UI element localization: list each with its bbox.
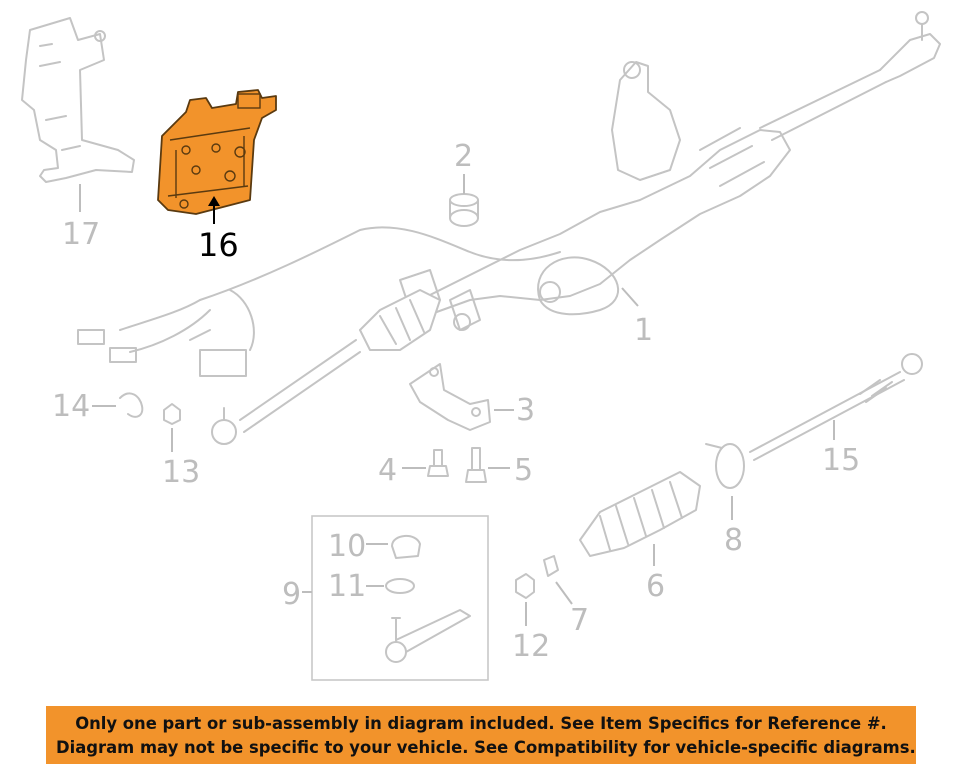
disclaimer-line-2: Diagram may not be specific to your vehi…: [56, 738, 916, 757]
callout-13: 13: [162, 455, 200, 490]
callout-3: 3: [516, 393, 535, 428]
disclaimer-line-1: Only one part or sub-assembly in diagram…: [75, 714, 887, 733]
part-3-bracket: [409, 363, 491, 431]
callout-17: 17: [62, 217, 100, 252]
callout-15: 15: [822, 443, 860, 478]
callout-5: 5: [514, 453, 533, 488]
callout-4: 4: [378, 453, 397, 488]
part-4-bolt: [427, 449, 449, 477]
left-bellows: [211, 289, 441, 445]
part-14-clip: [119, 392, 144, 418]
part-16-control-module: [157, 89, 277, 215]
callout-7: 7: [570, 603, 589, 638]
part-6-bellows: [579, 471, 701, 557]
part-10-boot: [391, 535, 421, 559]
part-11-seal: [385, 578, 415, 594]
callout-2: 2: [454, 139, 473, 174]
part-2-bushing: [449, 193, 479, 227]
part-12-nut: [515, 573, 535, 599]
part-8-clamp: [705, 443, 745, 489]
parts-diagram: 17 16 1: [21, 11, 941, 681]
callout-1: 1: [634, 313, 653, 348]
leader-1: [621, 287, 639, 307]
wiring-harness: [77, 226, 561, 377]
part-15-tie-rod: [749, 353, 923, 461]
part-tie-rod-end: [385, 609, 471, 663]
group-9-box: [311, 515, 489, 681]
disclaimer-banner: Only one part or sub-assembly in diagram…: [46, 706, 916, 764]
callout-10: 10: [328, 529, 366, 564]
part-5-bolt: [465, 447, 487, 483]
leader-7: [555, 581, 573, 605]
callout-6: 6: [646, 569, 665, 604]
part-17-bracket: [21, 17, 135, 183]
part-1-steering-gear: [359, 11, 941, 341]
callout-16: 16: [198, 226, 239, 264]
callout-11: 11: [328, 569, 366, 604]
part-7-clip: [543, 555, 559, 577]
callout-14: 14: [52, 389, 90, 424]
part-13-nut: [163, 403, 181, 425]
callout-8: 8: [724, 523, 743, 558]
callout-9: 9: [282, 577, 301, 612]
callout-12: 12: [512, 629, 550, 664]
